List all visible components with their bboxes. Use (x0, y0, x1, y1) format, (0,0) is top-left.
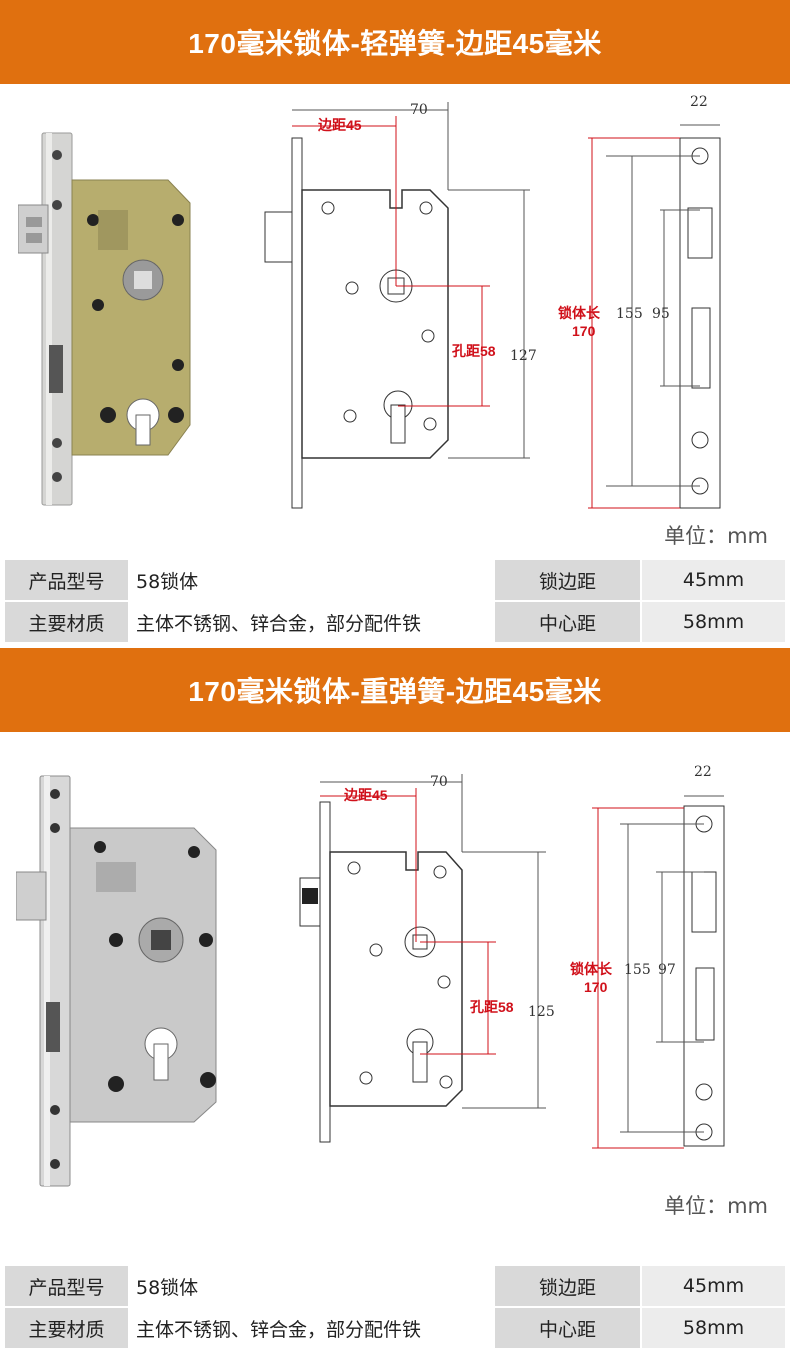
faceplate-front (319, 801, 331, 1143)
lock-case (301, 189, 449, 459)
dim-faceplate-width-2: 22 (694, 764, 712, 780)
dimension-drawing-2: 70 边距45 孔距58 125 22 锁体长 170 155 97 (299, 764, 725, 1149)
spec-row: 产品型号 58锁体 锁边距 45mm (0, 560, 790, 600)
spec-value: 主体不锈钢、锌合金，部分配件铁 (130, 1308, 493, 1348)
dim-hole-distance-1: 孔距58 (452, 343, 496, 359)
spec-row: 主要材质 主体不锈钢、锌合金，部分配件铁 中心距 58mm (0, 602, 790, 642)
dim-faceplate-width-1: 22 (690, 94, 708, 110)
dim-backset-2: 边距45 (343, 787, 388, 803)
spec-row: 主要材质 主体不锈钢、锌合金，部分配件铁 中心距 58mm (0, 1308, 790, 1348)
section2-title: 170毫米锁体-重弹簧-边距45毫米 (188, 676, 602, 707)
spec-label: 产品型号 (5, 560, 128, 600)
spec-value: 45mm (642, 560, 785, 600)
spec-value: 58mm (642, 1308, 785, 1348)
spec-label: 中心距 (495, 602, 640, 642)
dimension-drawing-1: 70 边距45 孔距58 127 22 锁体长 170 155 95 (264, 94, 721, 509)
spec-value: 58锁体 (130, 560, 493, 600)
spec-label: 锁边距 (495, 1266, 640, 1306)
dim-length-2: 170 (584, 979, 608, 995)
spec-row: 产品型号 58锁体 锁边距 45mm (0, 1266, 790, 1306)
dim-span-inner-1: 95 (652, 306, 670, 322)
spec-value: 58mm (642, 602, 785, 642)
spec-value: 45mm (642, 1266, 785, 1306)
lock-photo-silver (16, 775, 217, 1187)
dim-length-label-2: 锁体长 (570, 961, 613, 977)
dim-length-label-1: 锁体长 (558, 305, 601, 321)
spec-label: 锁边距 (495, 560, 640, 600)
dim-hole-distance-2: 孔距58 (470, 999, 514, 1015)
latch-bolt (264, 211, 293, 263)
dim-width-2: 70 (430, 774, 448, 790)
dim-length-1: 170 (572, 323, 596, 339)
dim-height-1: 127 (510, 348, 537, 364)
dim-width-1: 70 (410, 102, 428, 118)
dim-span-outer-1: 155 (616, 306, 643, 322)
spec-value: 主体不锈钢、锌合金，部分配件铁 (130, 602, 493, 642)
unit-label-2: 单位：mm (664, 1194, 768, 1218)
spec-label: 产品型号 (5, 1266, 128, 1306)
section1-banner: 170毫米锁体-轻弹簧-边距45毫米 (0, 0, 790, 84)
section1-title: 170毫米锁体-轻弹簧-边距45毫米 (188, 28, 602, 59)
unit-label-1: 单位：mm (664, 524, 768, 548)
spec-value: 58锁体 (130, 1266, 493, 1306)
dim-span-outer-2: 155 (624, 962, 651, 978)
spec-label: 主要材质 (5, 602, 128, 642)
spec-label: 中心距 (495, 1308, 640, 1348)
dim-backset-1: 边距45 (317, 117, 362, 133)
faceplate-front (291, 137, 303, 509)
dim-span-inner-2: 97 (658, 962, 676, 978)
spec-label: 主要材质 (5, 1308, 128, 1348)
dim-height-2: 125 (528, 1004, 555, 1020)
section2-banner: 170毫米锁体-重弹簧-边距45毫米 (0, 648, 790, 732)
lock-photo-gold (18, 132, 191, 506)
